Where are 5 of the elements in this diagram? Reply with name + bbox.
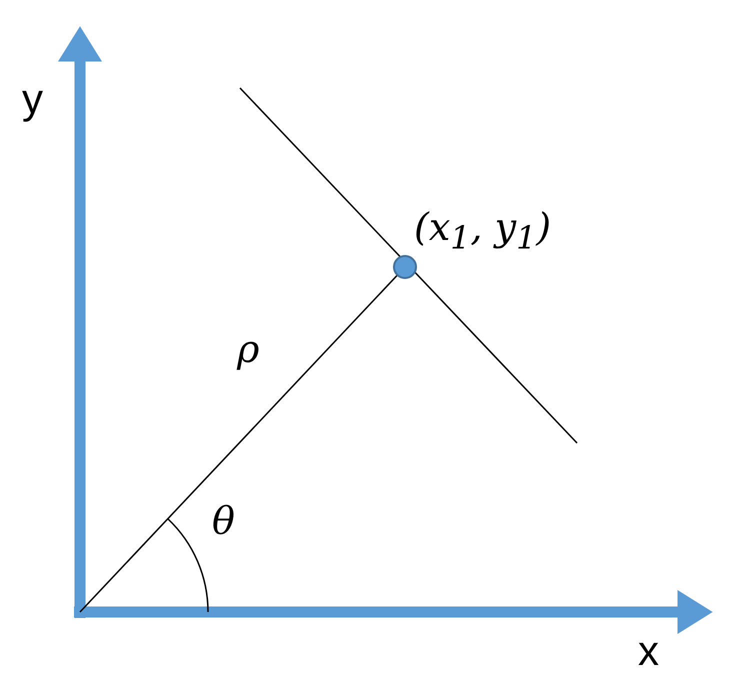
math-label: θ bbox=[212, 502, 235, 540]
axis-label: y bbox=[22, 78, 43, 120]
coordinate-label: (x$_{1}$, y$_{1}$) bbox=[414, 208, 552, 256]
math-label: ρ bbox=[237, 330, 260, 368]
axis-label: x bbox=[638, 630, 659, 672]
